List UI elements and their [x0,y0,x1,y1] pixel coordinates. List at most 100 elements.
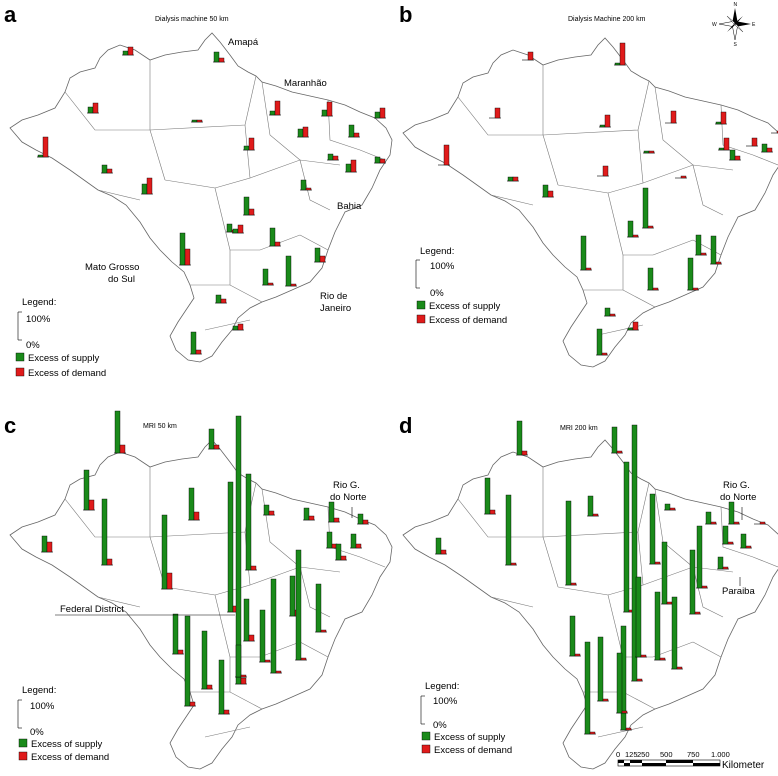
region-bar-pair [297,126,309,138]
bar-excess-supply [208,428,215,450]
region-bar-pair [522,51,534,61]
label-bahia: Bahia [337,201,362,212]
region-bar-pair [642,187,654,229]
legend-supply-swatch [421,731,431,741]
region-bar-pair [505,494,517,566]
region-bar-pair [83,469,95,511]
bar-excess-supply [728,501,735,525]
region-bar-pair [687,257,699,291]
bar-excess-demand [676,666,683,670]
region-bar-pair [565,500,577,586]
region-bar-pair [717,556,729,570]
bar-excess-demand [527,51,534,61]
region-bar-pair [87,102,99,114]
bar-excess-demand [92,102,99,114]
legend-title: Legend: [425,681,459,692]
bar-excess-demand [308,515,315,521]
region-bar-pair [696,525,708,589]
legend-demand-label: Excess of demand [28,368,106,379]
bar-excess-demand [106,168,113,174]
region-bar-pair [101,498,113,566]
bar-excess-supply [664,503,671,511]
bar-excess-demand [601,352,608,356]
bar-excess-demand [694,611,701,615]
panel-letter-b: b [399,2,412,27]
region-bar-pair [41,535,53,553]
bar-excess-demand [592,513,599,517]
bar-excess-supply [315,583,322,633]
bar-excess-demand [602,165,609,177]
region-bar-pair [710,235,722,265]
bar-excess-demand [353,132,360,138]
bar-excess-supply [335,543,342,561]
bar-excess-supply [580,235,587,271]
region-bar-pair [328,501,340,523]
bar-excess-demand [700,252,707,256]
bar-excess-demand [648,150,655,154]
bar-excess-supply [647,267,654,291]
legend-b: Legend: 100% 0% Excess of supply Excess … [415,246,507,326]
bar-excess-supply [761,143,768,153]
region-bar-pair [37,136,49,158]
bar-excess-supply [235,415,242,685]
region-bar-pair [184,615,196,707]
bar-excess-supply [740,533,747,549]
bar-excess-supply [374,111,381,119]
bar-excess-demand [632,234,639,238]
legend-bottom-label: 0% [433,720,447,731]
bar-excess-supply [101,164,108,174]
region-bar-pair [599,114,611,128]
bar-excess-demand [206,684,213,690]
legend-top-label: 100% [430,261,455,272]
bar-excess-supply [215,294,222,304]
bar-excess-demand [621,710,628,714]
scale-tick-label: 500 [660,750,673,759]
bar-excess-supply [285,255,292,287]
region-bar-pair [114,410,126,454]
bar-excess-demand [547,190,554,198]
region-bar-pair [649,493,661,565]
bar-excess-supply [718,147,725,151]
bar-excess-demand [659,657,666,661]
legend-title: Legend: [22,297,56,308]
bar-excess-supply [350,533,357,549]
bar-excess-demand [734,155,741,161]
map-layer [9,32,778,770]
bar-excess-supply [542,184,549,198]
bar-excess-supply [161,514,168,590]
bar-excess-demand [332,155,339,161]
bar-excess-demand [745,545,752,549]
bar-excess-supply [295,549,302,661]
bar-excess-demand [720,111,727,125]
bar-excess-demand [609,313,616,317]
compass-w: W [712,22,717,28]
bar-excess-demand [379,107,386,119]
region-bar-pair [627,220,639,238]
label-maranhao: Maranhão [284,78,327,89]
bar-excess-supply [627,220,634,238]
bar-excess-supply [689,549,696,615]
legend-bottom-label: 0% [26,340,40,351]
bar-excess-supply [611,426,618,454]
bar-excess-demand [715,261,722,265]
bar-excess-demand [248,634,255,642]
scale-bar: 0 125 250 500 750 1.000 Kilometer [616,750,765,771]
panel-letters: a b c d [4,2,412,438]
region-bar-pair [722,525,734,545]
bar-excess-demand [751,137,758,147]
bar-excess-demand [574,653,581,657]
region-bar-pair [596,328,608,356]
legend-supply-swatch [15,352,25,362]
bar-excess-supply [232,325,239,331]
region-bar-pair [627,321,639,331]
legend-supply-swatch [416,300,426,310]
bar-excess-supply [259,609,266,663]
region-bar-pair [101,164,113,174]
brazil-map-c [9,439,393,770]
bar-excess-supply [83,469,90,511]
region-bar-pair [374,107,386,119]
bar-excess-demand [619,42,626,66]
legend-top-label: 100% [433,696,458,707]
region-bar-pair [643,150,655,154]
